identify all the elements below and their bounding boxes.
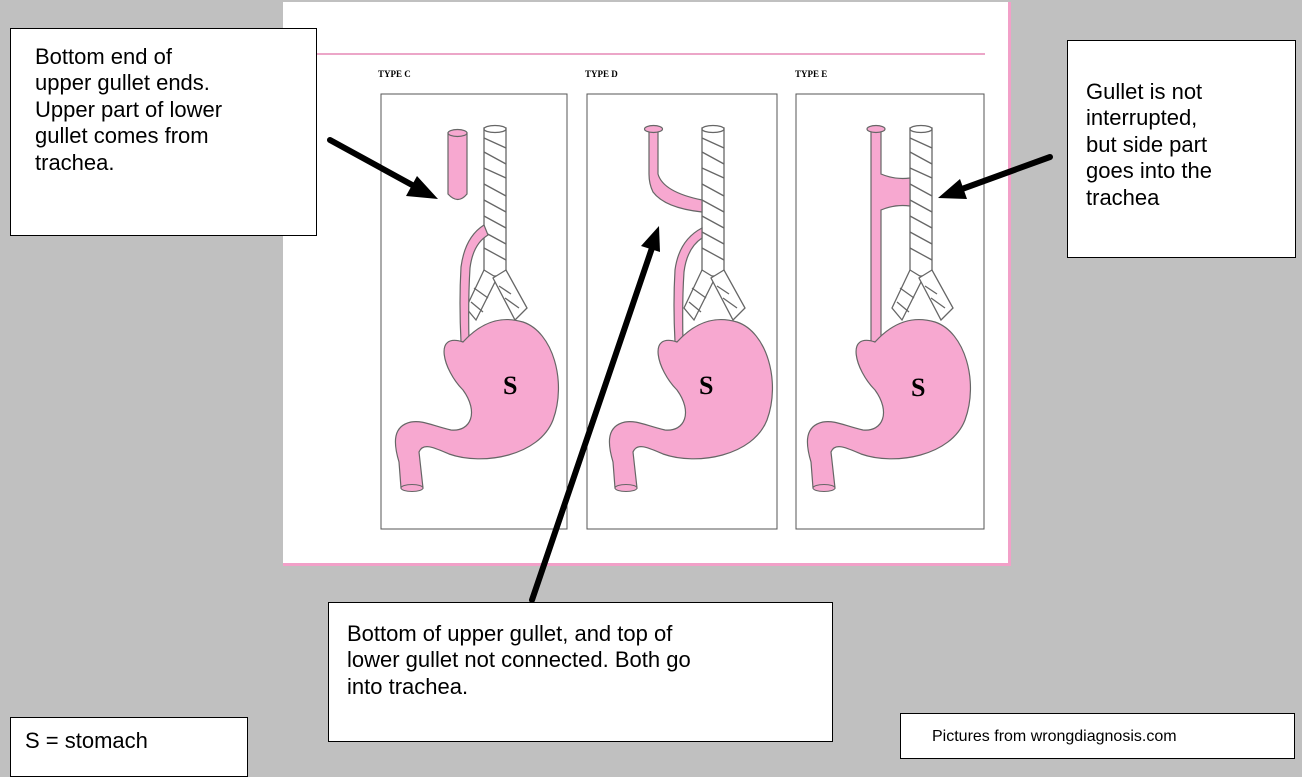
credit-text: Pictures from wrongdiagnosis.com — [932, 727, 1284, 746]
callout-line: trachea — [1086, 185, 1285, 211]
callout-type-d: Bottom of upper gullet, and top of lower… — [328, 602, 833, 742]
panel-type-e: TYPE E S — [795, 69, 984, 529]
esophageal-atresia-figure: TYPE C S TYPE D — [283, 2, 1011, 566]
figure-panel: TYPE C S TYPE D — [283, 2, 1011, 566]
stomach-label: S — [699, 371, 713, 400]
legend-text: S = stomach — [25, 728, 239, 754]
callout-type-c: Bottom end of upper gullet ends. Upper p… — [10, 28, 317, 236]
callout-line: lower gullet not connected. Both go — [347, 647, 822, 673]
stomach-label: S — [911, 373, 925, 402]
type-label: TYPE C — [378, 69, 411, 79]
legend-box: S = stomach — [10, 717, 248, 777]
callout-line: gullet comes from — [35, 123, 304, 149]
stomach-label: S — [503, 371, 517, 400]
callout-line: trachea. — [35, 150, 304, 176]
callout-line: Upper part of lower — [35, 97, 304, 123]
type-label: TYPE E — [795, 69, 827, 79]
credit-box: Pictures from wrongdiagnosis.com — [900, 713, 1295, 759]
callout-line: but side part — [1086, 132, 1285, 158]
callout-line: interrupted, — [1086, 105, 1285, 131]
panel-type-d: TYPE D S — [585, 69, 777, 529]
callout-type-e: Gullet is not interrupted, but side part… — [1067, 40, 1296, 258]
callout-line: into trachea. — [347, 674, 822, 700]
callout-line: goes into the — [1086, 158, 1285, 184]
callout-line: Bottom end of — [35, 44, 304, 70]
callout-line: upper gullet ends. — [35, 70, 304, 96]
callout-line: Gullet is not — [1086, 79, 1285, 105]
callout-line: Bottom of upper gullet, and top of — [347, 621, 822, 647]
panel-type-c: TYPE C S — [378, 69, 567, 529]
type-label: TYPE D — [585, 69, 618, 79]
